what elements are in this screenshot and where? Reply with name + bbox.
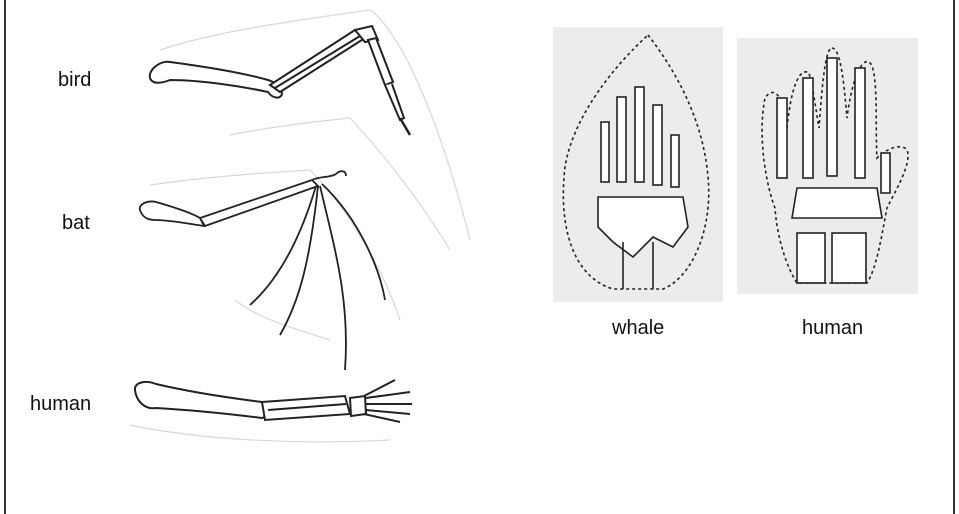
label-human-limb: human	[30, 393, 91, 416]
label-bird: bird	[58, 69, 91, 92]
whale-hand-panel	[553, 27, 723, 302]
label-human-hand: human	[802, 317, 863, 340]
whale-flipper-bones	[553, 27, 723, 302]
bird-wing-bones	[150, 26, 410, 135]
bat-wing-bones	[140, 171, 385, 370]
human-hand-bones	[737, 38, 918, 294]
label-bat: bat	[62, 212, 90, 235]
human-arm-bones	[135, 380, 412, 422]
label-whale: whale	[612, 317, 664, 340]
human-hand-panel	[737, 38, 918, 294]
